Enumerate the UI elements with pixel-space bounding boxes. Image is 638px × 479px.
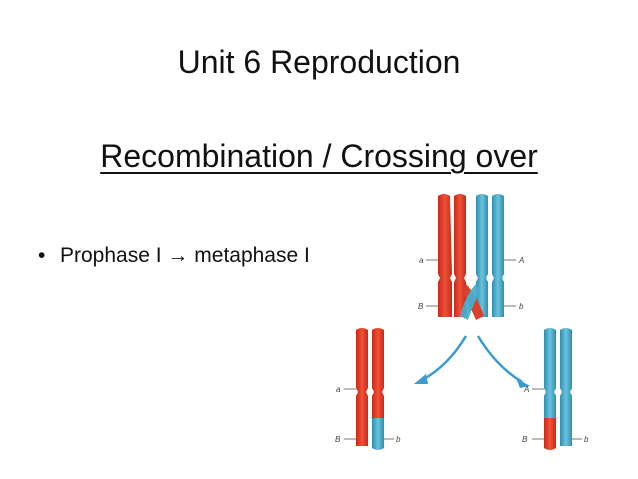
bullet-text-start: Prophase I [60, 244, 162, 267]
red-left-chromatid-1 [356, 328, 368, 446]
tetrad-crossing-over: a A B b [418, 194, 524, 320]
arrow-left-icon [421, 335, 468, 382]
right-arrow-icon: → [167, 244, 189, 267]
bullet-item: • Prophase I → metaphase I [38, 242, 310, 270]
crossing-over-figure: a A B b a B b [330, 188, 638, 479]
subtitle-text: Recombination / Crossing over [100, 138, 538, 174]
gene-label-A-right: A [523, 385, 529, 394]
red-left-chromatid-2 [372, 328, 384, 418]
recombinant-chromosome-right: A B b [522, 328, 589, 450]
gene-label-B-left: B [335, 435, 341, 444]
red-chromatid-1 [438, 194, 452, 317]
gene-label-B-right: B [522, 435, 528, 444]
slide-subtitle: Recombination / Crossing over [0, 136, 638, 176]
gene-label-b-right: b [584, 435, 589, 444]
blue-swapped-segment [372, 418, 384, 450]
blue-right-chromatid-1 [544, 328, 556, 418]
chromosome-illustration: a A B b a B b [335, 194, 589, 450]
gene-label-a-left: a [336, 385, 341, 394]
gene-label-A-top: A [518, 256, 524, 265]
crossover-segment-blue [460, 284, 480, 320]
gene-label-b-top: b [519, 302, 524, 311]
bullet-text-end: metaphase I [194, 244, 310, 267]
red-swapped-segment [544, 418, 556, 450]
gene-label-a-top: a [419, 256, 424, 265]
red-chromatid-2 [454, 194, 466, 317]
slide-title: Unit 6 Reproduction [177, 44, 461, 80]
gene-label-B-top: B [418, 302, 424, 311]
recombinant-chromosome-left: a B b [335, 328, 401, 450]
blue-chromatid-2 [492, 194, 504, 317]
blue-chromatid-1 [476, 194, 488, 317]
blue-right-chromatid-2 [560, 328, 572, 446]
bullet-marker: • [38, 244, 46, 267]
gene-label-b-left: b [396, 435, 401, 444]
split-arrows [414, 335, 530, 388]
arrow-right-icon [476, 335, 523, 384]
